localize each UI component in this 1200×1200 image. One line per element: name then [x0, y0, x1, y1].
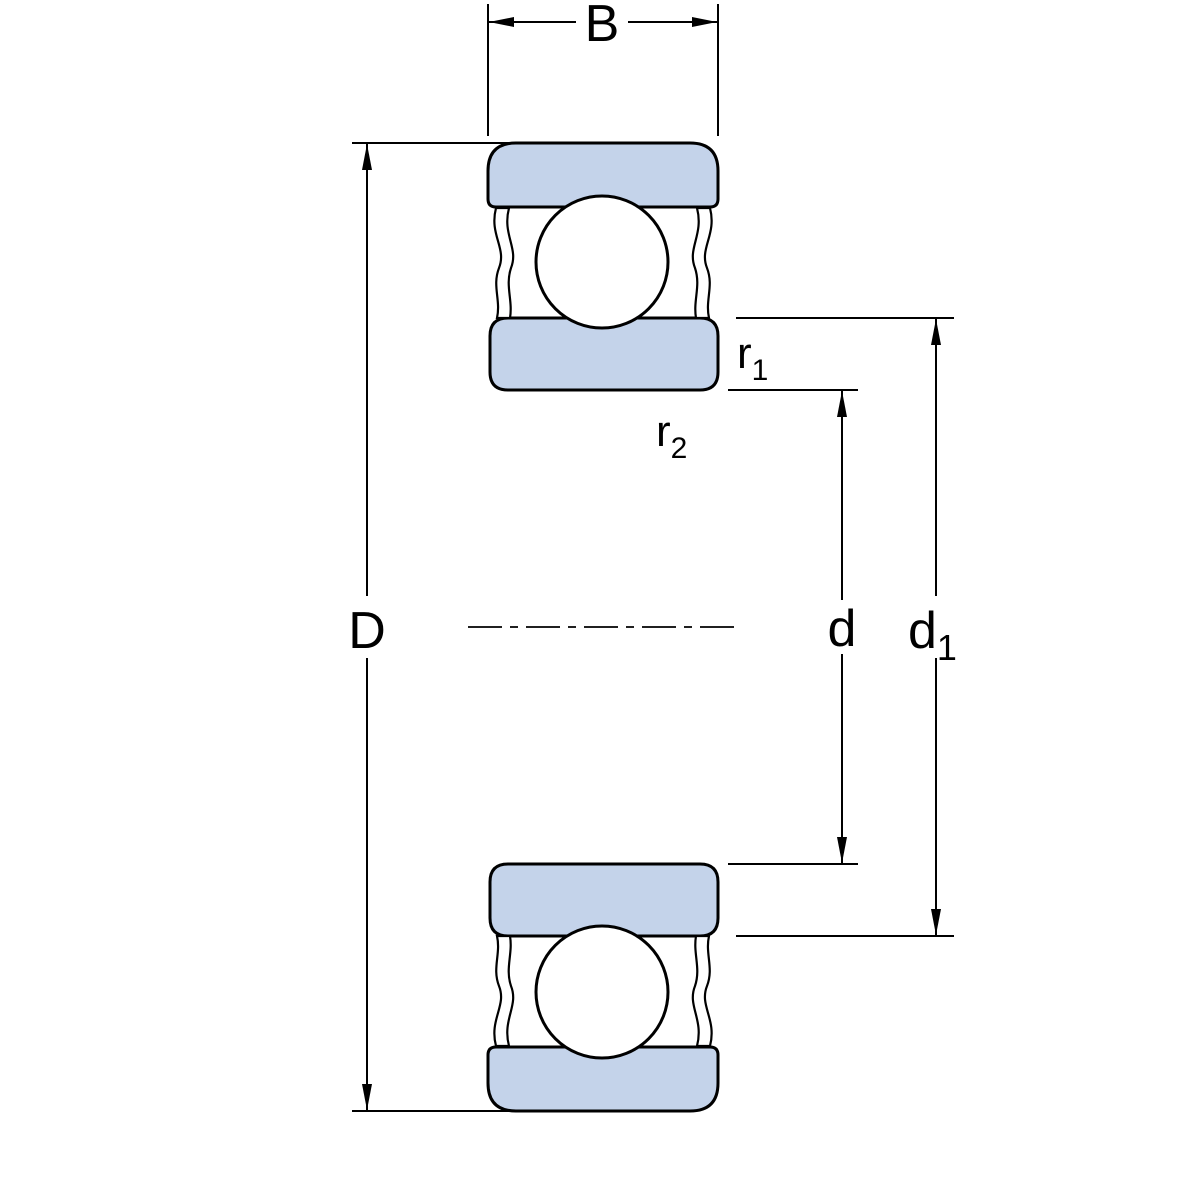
- label-d1-background: [902, 596, 968, 658]
- label-r2-base: r: [656, 407, 671, 456]
- arrowhead-d-bottom: [837, 837, 847, 863]
- arrowhead-D-bottom: [362, 1084, 372, 1110]
- label-r2-sub: 2: [671, 432, 688, 465]
- seal-right-bottom: [691, 934, 713, 1048]
- dimension-D: D: [338, 142, 518, 1112]
- ball-bottom: [534, 924, 670, 1060]
- dimension-d: d: [728, 389, 866, 865]
- label-d1-base: d: [908, 602, 937, 660]
- seal-right-top: [691, 206, 713, 320]
- label-r1-base: r: [737, 329, 752, 378]
- label-B: B: [585, 0, 620, 53]
- ball-top: [534, 194, 670, 330]
- label-d-background: [818, 600, 866, 654]
- arrowhead-B-right: [692, 17, 717, 27]
- label-r2: r2: [656, 407, 687, 465]
- dimension-d1: d1: [736, 317, 968, 937]
- label-d: d: [828, 600, 857, 658]
- arrowhead-d-top: [837, 391, 847, 417]
- seal-left-top: [493, 206, 515, 320]
- arrowhead-D-top: [362, 144, 372, 170]
- label-r1: r1: [737, 329, 768, 387]
- arrowhead-d1-bottom: [931, 909, 941, 935]
- arrowhead-B-left: [489, 17, 514, 27]
- label-B-background: [576, 0, 628, 46]
- dimension-B: B: [487, 0, 719, 136]
- label-d1-sub: 1: [937, 627, 957, 668]
- inner-ring-top-section: [488, 316, 720, 392]
- label-D-background: [338, 596, 396, 658]
- arrowhead-d1-top: [931, 319, 941, 345]
- label-d1: d1: [908, 602, 957, 668]
- seal-left-bottom: [493, 934, 515, 1048]
- label-r1-sub: 1: [752, 354, 769, 387]
- label-D: D: [348, 602, 386, 660]
